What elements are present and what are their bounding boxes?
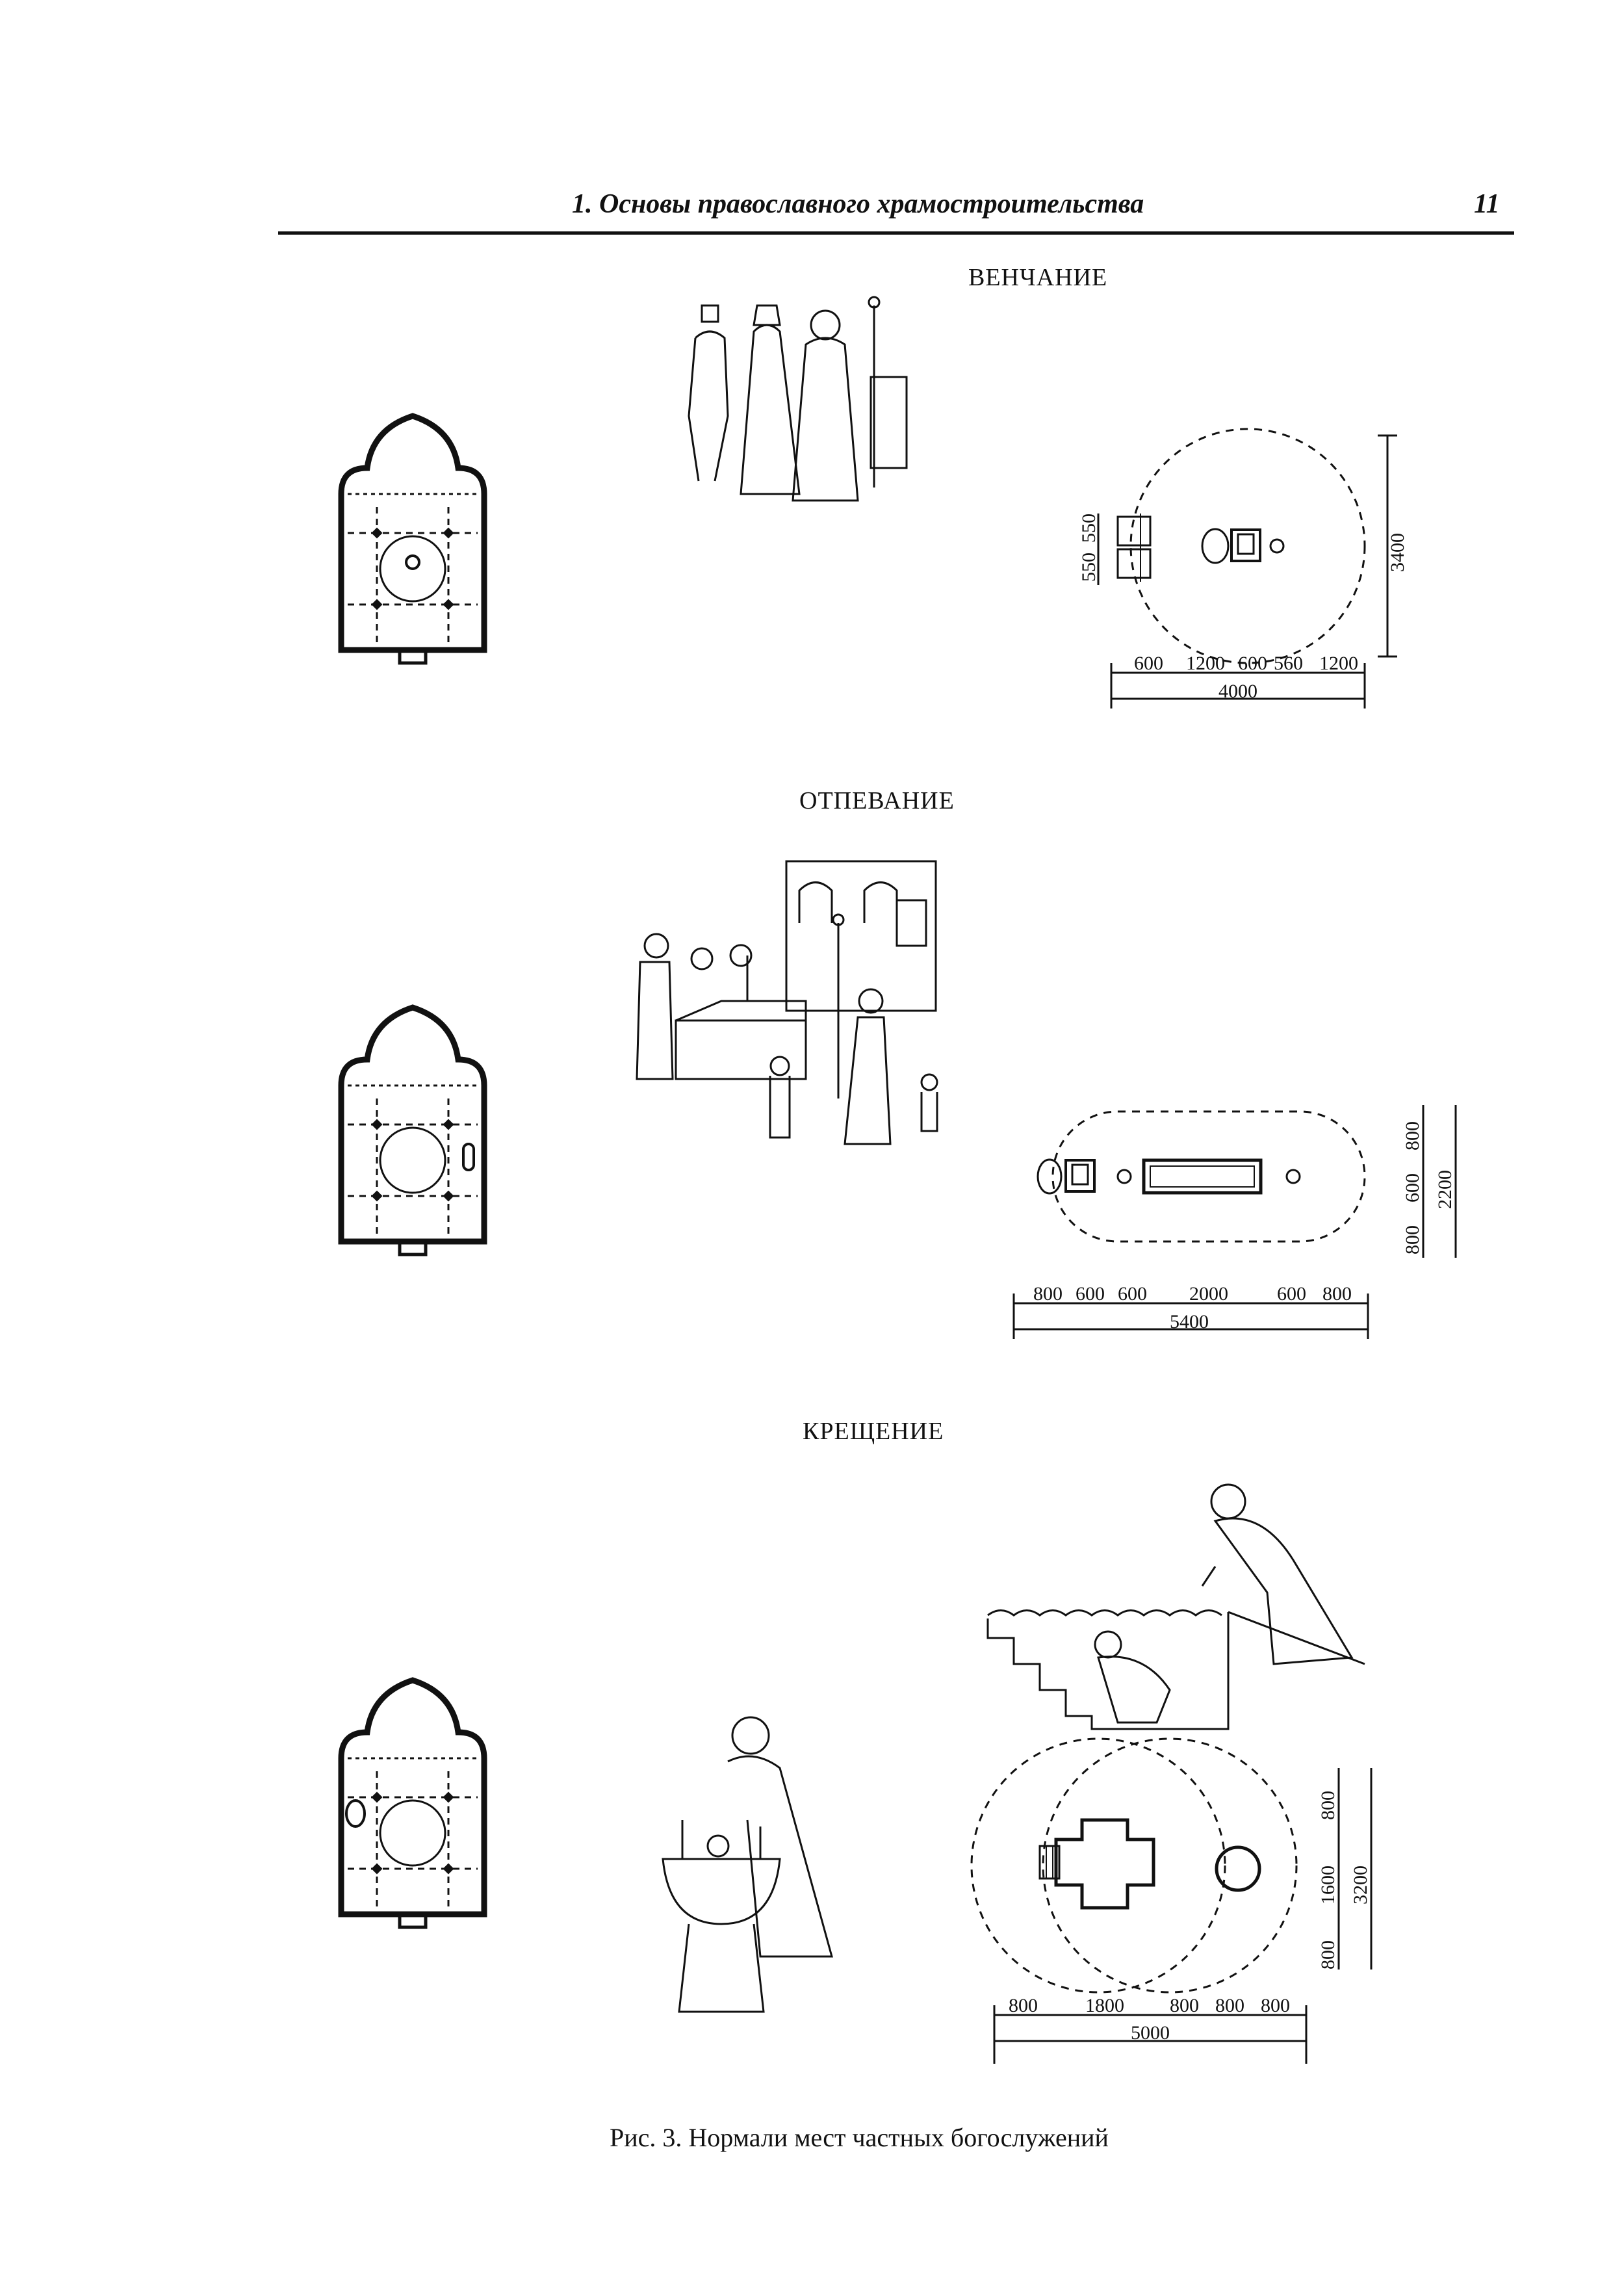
- dim-total-label-vertical: 3200: [1350, 1866, 1371, 1904]
- dim-label: 2000: [1189, 1283, 1228, 1305]
- dim-label-vertical: 550: [1078, 552, 1100, 582]
- dim-label-vertical: 1600: [1317, 1866, 1339, 1904]
- baptism-plan-diagram: [970, 1737, 1373, 2064]
- dim-label: 600: [1277, 1283, 1306, 1305]
- dim-label-vertical: 600: [1402, 1173, 1423, 1202]
- section-title-wedding: ВЕНЧАНИЕ: [968, 264, 1108, 291]
- section-title-baptism: КРЕЩЕНИЕ: [803, 1418, 944, 1445]
- dim-label-vertical: 800: [1317, 1940, 1339, 1970]
- dim-total-label: 4000: [1218, 681, 1257, 702]
- church-plan-funeral: [341, 1008, 484, 1254]
- dim-label: 1200: [1319, 653, 1358, 674]
- wedding-plan-diagram: [1097, 428, 1397, 708]
- church-plan-wedding: [341, 416, 484, 663]
- dim-label: 560: [1274, 653, 1303, 674]
- page-number: 11: [1474, 189, 1500, 219]
- dim-label: 1800: [1085, 1995, 1124, 2016]
- funeral-scene-illustration: [636, 860, 938, 1145]
- dim-label: 800: [1170, 1995, 1199, 2016]
- running-header-title: 1. Основы православного храмостроительст…: [572, 189, 1144, 219]
- dim-label-vertical: 800: [1402, 1121, 1423, 1150]
- dim-total-label-vertical: 3400: [1387, 533, 1408, 572]
- dim-label: 800: [1009, 1995, 1038, 2016]
- dim-label: 1200: [1186, 653, 1225, 674]
- funeral-plan-diagram: [1012, 1105, 1457, 1339]
- dim-total-label-vertical: 2200: [1434, 1170, 1456, 1209]
- dim-label-vertical: 550: [1078, 514, 1100, 543]
- wedding-scene-illustration: [688, 296, 908, 502]
- baptism-priest-font-illustration: [662, 1716, 833, 2013]
- dim-label: 600: [1134, 653, 1163, 674]
- dim-label: 600: [1118, 1283, 1147, 1305]
- dim-label: 600: [1076, 1283, 1105, 1305]
- header-rule: [278, 231, 1514, 235]
- church-plan-baptism: [341, 1680, 484, 1927]
- dim-label-vertical: 800: [1402, 1225, 1423, 1254]
- dim-label: 800: [1322, 1283, 1352, 1305]
- section-title-funeral: ОТПЕВАНИЕ: [799, 787, 955, 814]
- dim-label: 600: [1238, 653, 1267, 674]
- dim-total-label: 5400: [1170, 1311, 1209, 1332]
- dim-label: 800: [1033, 1283, 1063, 1305]
- baptism-steps-section: [986, 1483, 1365, 1730]
- dim-total-label: 5000: [1131, 2022, 1170, 2044]
- dim-label: 800: [1261, 1995, 1290, 2016]
- dim-label: 800: [1215, 1995, 1244, 2016]
- dim-label-vertical: 800: [1317, 1791, 1339, 1820]
- figure-caption: Рис. 3. Нормали мест частных богослужени…: [610, 2123, 1109, 2152]
